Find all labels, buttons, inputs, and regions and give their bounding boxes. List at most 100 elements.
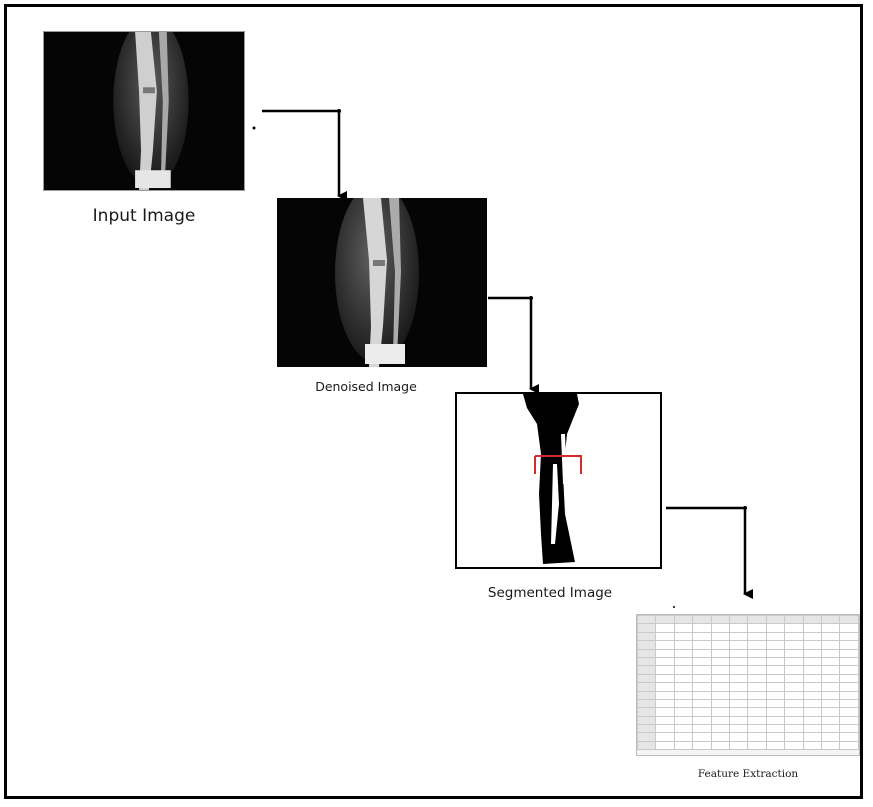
- feature-table-cell: [730, 632, 748, 640]
- feature-table-cell: [785, 733, 803, 741]
- feature-table-cell: [656, 616, 674, 624]
- feature-table-cell: [638, 674, 656, 682]
- feature-table-cell: [693, 708, 711, 716]
- feature-table-cell: [748, 666, 766, 674]
- feature-table-cell: [693, 674, 711, 682]
- feature-table-cell: [766, 657, 784, 665]
- feature-table-cell: [748, 708, 766, 716]
- feature-table-cell: [674, 624, 692, 632]
- feature-table-row: [638, 674, 859, 682]
- feature-table-cell: [638, 641, 656, 649]
- feature-table-cell: [766, 624, 784, 632]
- feature-table-cell: [748, 716, 766, 724]
- feature-table-cell: [803, 691, 821, 699]
- feature-table-cell: [840, 699, 859, 707]
- feature-table-cell: [785, 716, 803, 724]
- feature-table-cell: [840, 666, 859, 674]
- feature-table-cell: [766, 691, 784, 699]
- feature-table-cell: [785, 683, 803, 691]
- feature-table-cell: [656, 666, 674, 674]
- feature-table-cell: [693, 699, 711, 707]
- feature-table-cell: [822, 725, 840, 733]
- feature-table-cell: [803, 699, 821, 707]
- feature-table-cell: [711, 632, 729, 640]
- feature-table-cell: [748, 649, 766, 657]
- feature-table-cell: [656, 708, 674, 716]
- feature-table-cell: [674, 649, 692, 657]
- feature-table-cell: [656, 716, 674, 724]
- feature-table-cell: [693, 657, 711, 665]
- feature-table-cell: [748, 699, 766, 707]
- feature-table-cell: [674, 632, 692, 640]
- feature-table-cell: [730, 741, 748, 749]
- feature-table-row: [638, 616, 859, 624]
- feature-table: [637, 615, 859, 750]
- feature-table-cell: [748, 691, 766, 699]
- feature-table-cell: [730, 691, 748, 699]
- feature-table-cell: [803, 641, 821, 649]
- feature-table-cell: [711, 733, 729, 741]
- feature-table-cell: [822, 733, 840, 741]
- feature-table-cell: [693, 716, 711, 724]
- feature-table-cell: [674, 733, 692, 741]
- feature-table-image: [636, 614, 860, 756]
- feature-table-cell: [803, 666, 821, 674]
- feature-table-cell: [803, 741, 821, 749]
- feature-table-cell: [840, 616, 859, 624]
- feature-table-cell: [748, 674, 766, 682]
- feature-table-cell: [711, 691, 729, 699]
- feature-table-cell: [785, 624, 803, 632]
- feature-table-cell: [711, 674, 729, 682]
- feature-table-cell: [674, 657, 692, 665]
- feature-table-cell: [656, 641, 674, 649]
- feature-table-cell: [638, 716, 656, 724]
- feature-table-row: [638, 632, 859, 640]
- feature-table-cell: [674, 699, 692, 707]
- feature-table-cell: [766, 683, 784, 691]
- feature-table-cell: [803, 716, 821, 724]
- feature-table-cell: [674, 741, 692, 749]
- feature-table-cell: [693, 616, 711, 624]
- feature-table-cell: [674, 674, 692, 682]
- feature-table-cell: [748, 657, 766, 665]
- feature-table-cell: [730, 657, 748, 665]
- feature-table-cell: [748, 616, 766, 624]
- feature-table-cell: [748, 733, 766, 741]
- feature-table-cell: [674, 725, 692, 733]
- input-image-caption: Input Image: [43, 206, 245, 226]
- feature-table-cell: [766, 649, 784, 657]
- feature-table-cell: [803, 624, 821, 632]
- feature-table-cell: [785, 699, 803, 707]
- feature-table-cell: [785, 741, 803, 749]
- feature-table-cell: [638, 632, 656, 640]
- feature-table-cell: [638, 683, 656, 691]
- feature-table-row: [638, 725, 859, 733]
- feature-table-cell: [730, 708, 748, 716]
- feature-table-cell: [730, 649, 748, 657]
- feature-table-cell: [748, 641, 766, 649]
- feature-table-cell: [711, 649, 729, 657]
- feature-table-cell: [638, 666, 656, 674]
- feature-table-cell: [766, 733, 784, 741]
- feature-table-cell: [785, 632, 803, 640]
- feature-table-cell: [656, 632, 674, 640]
- feature-table-cell: [766, 725, 784, 733]
- feature-table-cell: [803, 683, 821, 691]
- feature-table-cell: [748, 632, 766, 640]
- feature-table-cell: [803, 708, 821, 716]
- feature-table-cell: [638, 699, 656, 707]
- feature-table-cell: [638, 649, 656, 657]
- feature-table-cell: [822, 657, 840, 665]
- feature-table-cell: [785, 649, 803, 657]
- feature-table-cell: [711, 666, 729, 674]
- feature-table-cell: [822, 616, 840, 624]
- feature-table-cell: [840, 641, 859, 649]
- feature-table-cell: [730, 733, 748, 741]
- feature-table-cell: [766, 641, 784, 649]
- feature-table-cell: [785, 674, 803, 682]
- feature-table-cell: [693, 683, 711, 691]
- feature-table-cell: [785, 691, 803, 699]
- feature-table-cell: [693, 641, 711, 649]
- feature-table-cell: [656, 624, 674, 632]
- feature-table-cell: [840, 708, 859, 716]
